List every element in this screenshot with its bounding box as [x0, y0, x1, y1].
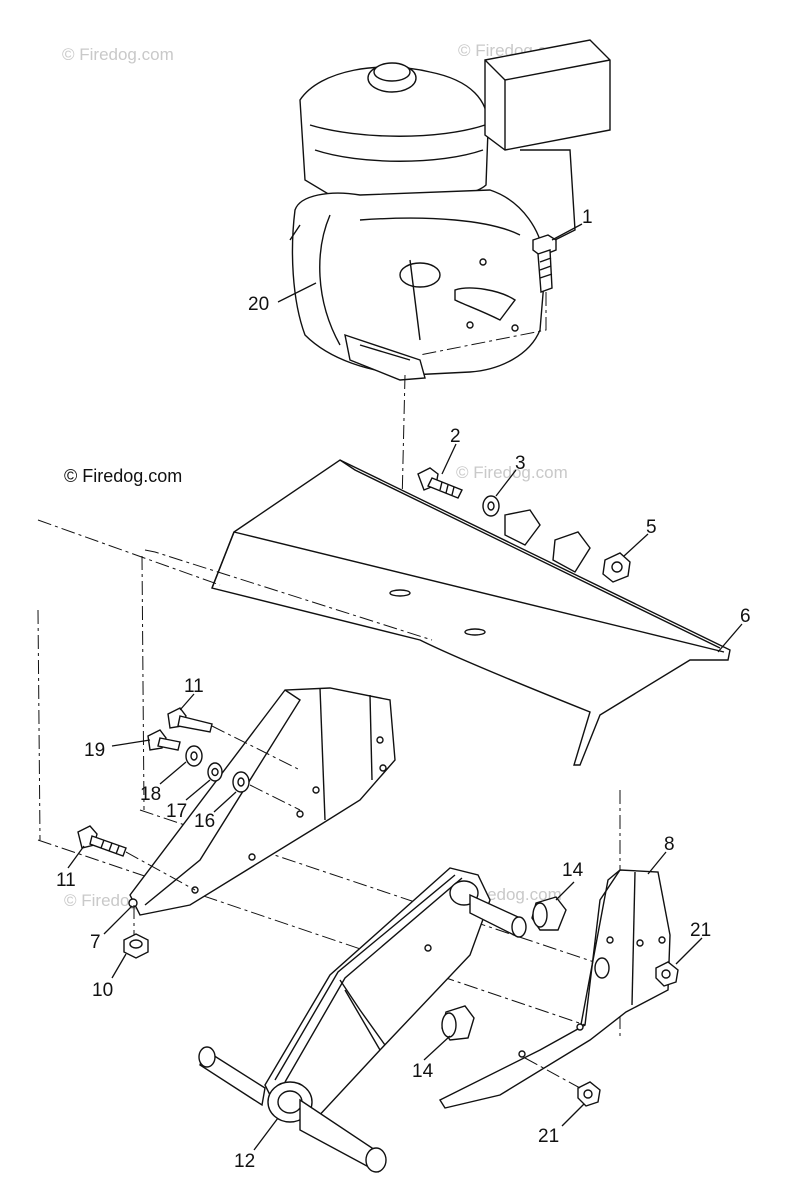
leader-21-lower [561, 1103, 585, 1127]
part-label-17: 17 [166, 801, 187, 822]
right-side-plate [438, 869, 671, 1109]
part-label-11-upper: 11 [184, 676, 204, 697]
washer-3 [482, 495, 500, 517]
part-label-12: 12 [234, 1151, 255, 1172]
part-label-1: 1 [582, 207, 593, 228]
part-label-14-lower: 14 [412, 1061, 434, 1082]
part-label-11-lower: 11 [56, 870, 76, 891]
chain-case [198, 867, 527, 1173]
leader-16 [213, 791, 237, 813]
leader-10 [111, 953, 127, 979]
watermark: © Firedog.com [62, 45, 174, 64]
leader-6 [717, 623, 743, 653]
part-label-14-upper: 14 [562, 860, 584, 881]
leader-3 [495, 469, 517, 497]
bolt-1 [532, 234, 557, 293]
leader-17 [185, 779, 211, 801]
part-label-20: 20 [248, 294, 269, 315]
leader-18 [159, 761, 187, 785]
leader-20 [277, 282, 317, 303]
bolt-11-lower [77, 825, 127, 857]
leader-7 [103, 905, 133, 935]
part-label-5: 5 [646, 517, 657, 538]
part-label-6: 6 [740, 606, 751, 627]
leader-11-upper [179, 693, 195, 711]
left-side-plate [128, 687, 396, 916]
part-label-8: 8 [664, 834, 675, 855]
part-label-2: 2 [450, 426, 461, 447]
bolt-2 [417, 467, 463, 499]
tine-shield [211, 459, 731, 766]
part-label-10: 10 [92, 980, 113, 1001]
washer-16 [232, 771, 250, 793]
leader-14-upper [555, 881, 575, 901]
part-label-16: 16 [194, 811, 215, 832]
part-label-19: 19 [84, 740, 105, 761]
part-label-3: 3 [515, 453, 526, 474]
engine [289, 39, 611, 381]
bolt-19 [147, 729, 181, 751]
leader-5 [623, 533, 649, 557]
part-label-7: 7 [90, 932, 101, 953]
leader-2 [441, 443, 457, 475]
bushing-14-upper [531, 896, 567, 931]
leader-19 [111, 739, 151, 747]
nut-5 [602, 552, 631, 583]
nut-21-lower [577, 1081, 601, 1107]
leader-1 [551, 223, 583, 241]
washer-18 [185, 745, 203, 767]
leader-14-lower [423, 1035, 451, 1061]
leader-12 [253, 1117, 279, 1151]
nut-21-upper [655, 961, 679, 987]
nut-10 [123, 933, 149, 959]
part-label-21-upper: 21 [690, 920, 711, 941]
part-label-21-lower: 21 [538, 1126, 559, 1147]
watermark: © Firedog.com [64, 466, 182, 486]
bushing-14-lower [441, 1005, 475, 1041]
washer-17 [207, 762, 223, 782]
leader-8 [647, 851, 667, 875]
leader-21-upper [675, 937, 703, 965]
leader-11-lower [67, 845, 85, 869]
part-label-18: 18 [140, 784, 161, 805]
bolt-11-upper [167, 707, 213, 733]
watermark: © Firedog.com [456, 463, 568, 482]
